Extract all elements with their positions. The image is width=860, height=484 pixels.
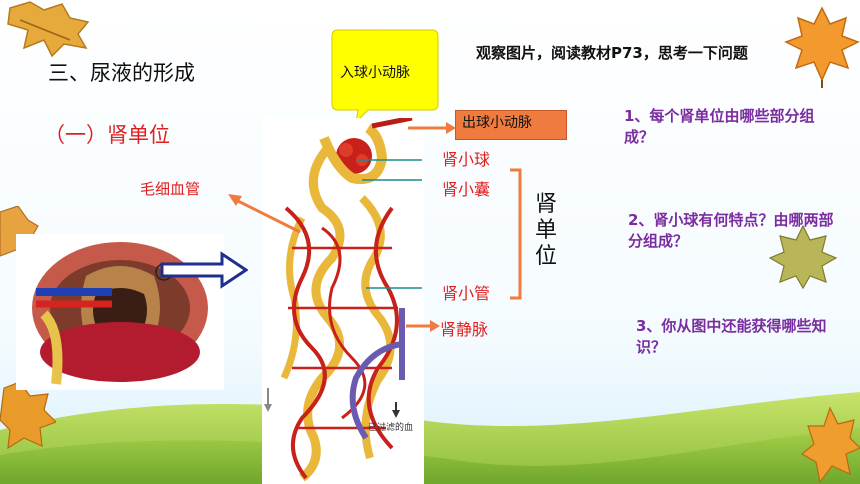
subsection-title: （一）肾单位 xyxy=(44,123,170,147)
question-2: 2、肾小球有何特点？由哪两部分组成？ xyxy=(628,211,834,250)
question-3: 3、你从图中还能获得哪些知识？ xyxy=(636,317,827,356)
question-1: 1、每个肾单位由哪些部分组成？ xyxy=(624,107,815,146)
efferent-label-box xyxy=(455,110,567,140)
leaf-icon xyxy=(800,406,860,484)
arrow-head-icon xyxy=(228,194,242,206)
maple-leaf-icon xyxy=(7,1,90,58)
renal-tubule-label: 肾小管 xyxy=(442,284,491,303)
nephron-diagram: 已过滤的血 xyxy=(262,115,424,484)
instruction-text: 观察图片，阅读教材P73，思考一下问题 xyxy=(476,44,748,62)
section-title: 三、尿液的形成 xyxy=(48,61,195,85)
renal-vein-label: 肾静脉 xyxy=(440,320,489,339)
afferent-callout-bubble xyxy=(331,29,439,124)
arrow-head-icon xyxy=(446,122,456,134)
glomerulus-label: 肾小球 xyxy=(442,150,491,169)
efferent-arteriole-label: 出球小动脉 xyxy=(462,115,532,131)
capillary-label: 毛细血管 xyxy=(140,180,201,198)
afferent-arteriole-label: 入球小动脉 xyxy=(340,65,410,81)
kidney-image xyxy=(16,234,224,390)
renal-capsule-label: 肾小囊 xyxy=(442,180,491,199)
arrow-head-icon xyxy=(430,320,440,332)
filtered-blood-label: 已过滤的血 xyxy=(368,423,414,433)
nephron-label: 肾单位 xyxy=(534,192,557,269)
leaf-icon xyxy=(0,381,56,450)
leaf-icon xyxy=(768,224,838,290)
pointer-arrow-icon xyxy=(160,251,248,289)
front-hill xyxy=(0,428,860,484)
nephron-bracket xyxy=(510,168,522,300)
maple-leaf-icon xyxy=(784,6,860,88)
